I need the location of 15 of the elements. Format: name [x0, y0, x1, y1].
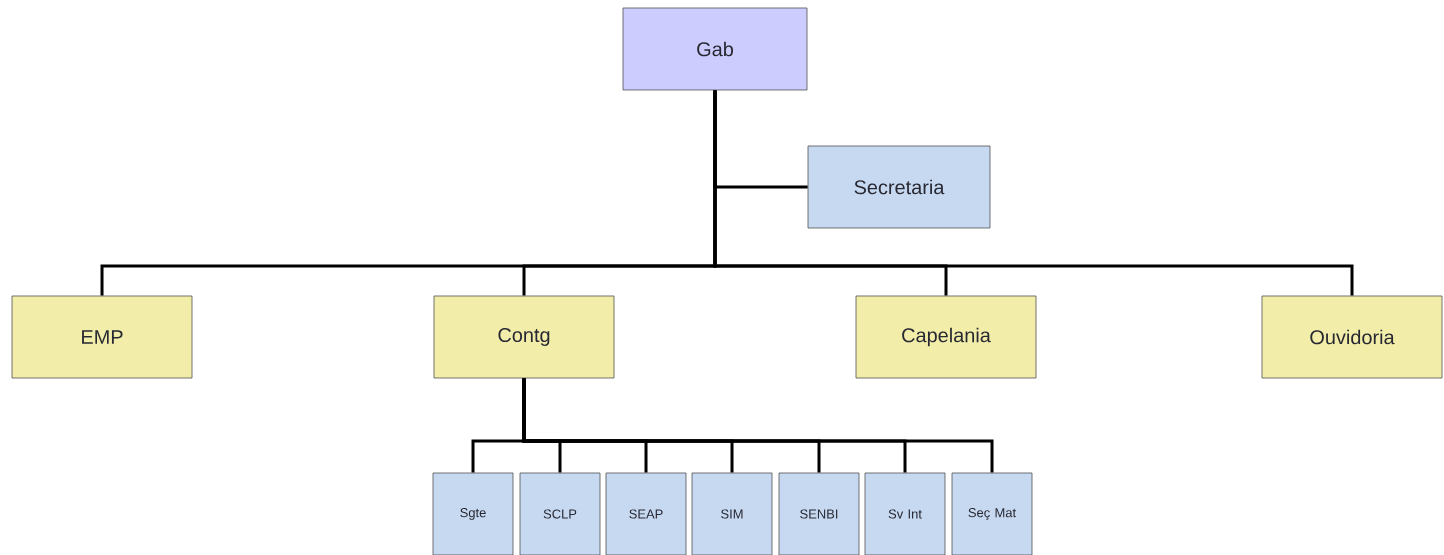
unit-box: Ouvidoria	[1261, 295, 1443, 379]
unit-box: Sgte	[432, 472, 514, 555]
unit-box: Contg	[433, 295, 615, 379]
unit-box: Seç Mat	[951, 472, 1033, 555]
unit-box: Sv Int	[864, 472, 946, 555]
unit-box: SCLP	[519, 472, 601, 555]
unit-box: EMP	[11, 295, 193, 379]
unit-box: SIM	[691, 472, 773, 555]
unit-box: Capelania	[855, 295, 1037, 379]
unit-box: SENBI	[778, 472, 860, 555]
connector-line	[713, 90, 1354, 296]
unit-box: Secretaria	[807, 145, 991, 229]
connector-line	[522, 378, 994, 473]
unit-box: SEAP	[605, 472, 687, 555]
unit-box: Gab	[622, 7, 808, 91]
